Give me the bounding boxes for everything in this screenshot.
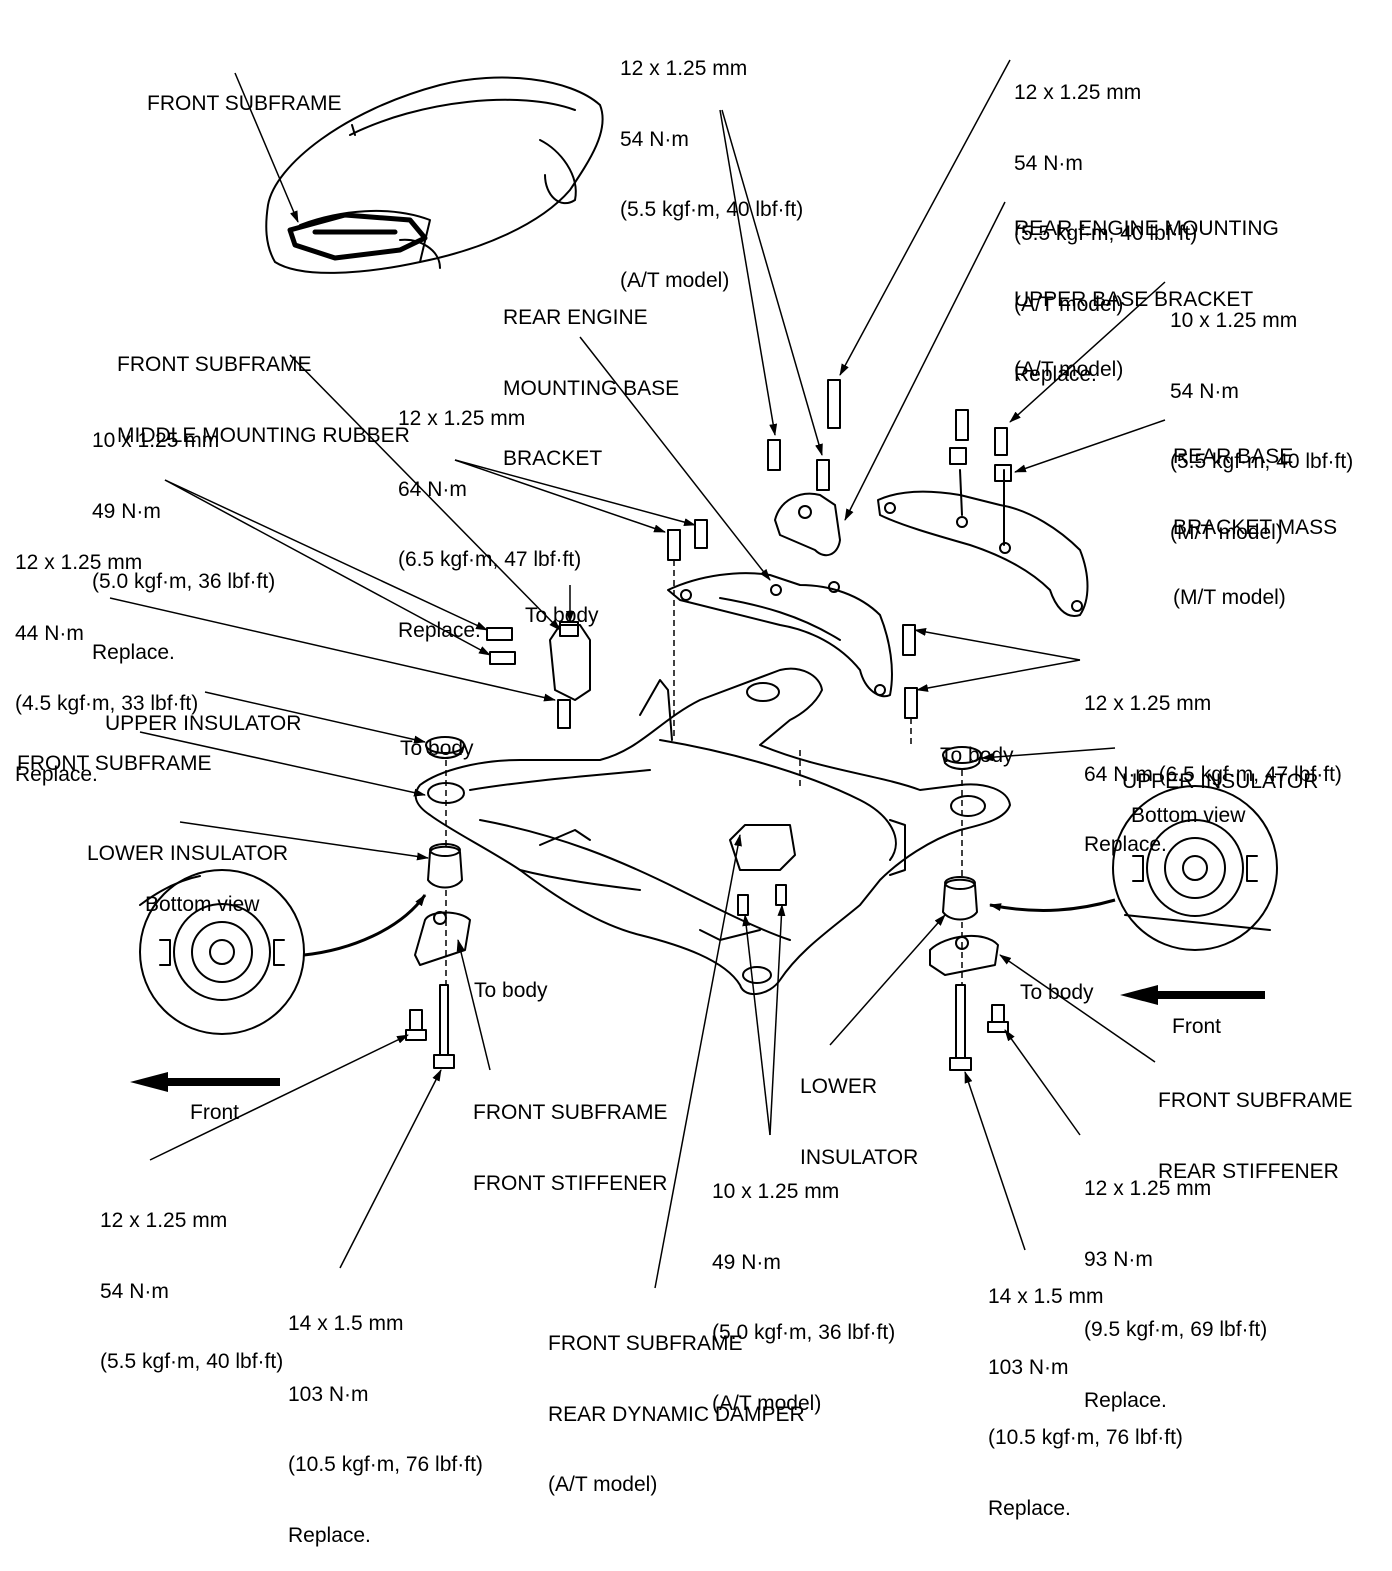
rear-engine-mounting-upper-base-bracket [774,492,841,557]
lower-insulator-right-part [942,876,978,921]
rear-dynamic-damper [729,824,796,871]
front-stiffener-part [414,911,471,966]
bottom-view-connectors [303,894,1116,957]
label-front-left: Front [190,1101,240,1124]
label-lower-insulator-right: LOWER INSULATOR [800,1075,919,1169]
label-rear-engine-base-bracket: REAR ENGINE MOUNTING BASE BRACKET [503,306,680,470]
car-subframe-highlight [287,212,428,261]
label-rear-stiffener: FRONT SUBFRAME REAR STIFFENER [1158,1089,1353,1183]
label-front-right: Front [1172,1015,1222,1038]
label-to-body-right: To body [940,744,1014,767]
rear-engine-mounting-base-bracket [667,572,893,698]
leader-lines [109,59,1166,1289]
label-front-subframe-top: FRONT SUBFRAME [147,92,342,115]
label-to-body-middle: To body [525,604,599,627]
label-rear-dynamic-damper: FRONT SUBFRAME REAR DYNAMIC DAMPER (A/T … [548,1332,805,1496]
label-bolt-mt-right: 10 x 1.25 mm 54 N·m (5.5 kgf·m, 40 lbf·f… [1170,309,1354,544]
label-rear-base-bracket-mass: REAR BASE BRACKET MASS (M/T model) [1173,445,1338,609]
rear-stiffener-part [929,934,999,976]
front-arrows [130,985,1265,1092]
label-bolt-49-left: 10 x 1.25 mm 49 N·m (5.0 kgf·m, 36 lbf·f… [92,429,276,664]
car-silhouette [265,76,604,274]
label-bottom-view-left: Bottom view [145,893,260,916]
label-rear-engine-upper-bracket: REAR ENGINE MOUNTING UPPER BASE BRACKET … [1014,217,1279,381]
rear-base-bracket-mass-assembly [877,447,1089,617]
upper-insulator-left-part [425,736,465,759]
subframe-exploded-diagram [109,59,1278,1289]
label-bolt-64-right: 12 x 1.25 mm 64 N·m (6.5 kgf·m, 47 lbf·f… [1084,692,1342,856]
label-front-stiffener: FRONT SUBFRAME FRONT STIFFENER [473,1101,668,1195]
label-middle-mounting-rubber: FRONT SUBFRAME MIDDLE MOUNTING RUBBER [117,353,410,447]
upper-insulator-right-part [942,746,982,770]
label-front-subframe-left: FRONT SUBFRAME [17,752,212,775]
bottom-view-left-circle [139,869,305,1035]
label-bolt-103-bottom-left: 14 x 1.5 mm 103 N·m (10.5 kgf·m, 76 lbf·… [288,1312,483,1547]
label-bolt-54-bottom-left: 12 x 1.25 mm 54 N·m (5.5 kgf·m, 40 lbf·f… [100,1209,284,1373]
front-subframe [414,667,1011,995]
label-bottom-view-right: Bottom view [1131,804,1246,827]
label-bolt-44-left: 12 x 1.25 mm 44 N·m (4.5 kgf·m, 33 lbf·f… [15,551,199,786]
bottom-view-right-circle [1112,785,1278,951]
label-to-body-lower-right: To body [1020,981,1094,1004]
label-bolt-103-bottom-right: 14 x 1.5 mm 103 N·m (10.5 kgf·m, 76 lbf·… [988,1285,1183,1520]
label-bolt-at-top-center: 12 x 1.25 mm 54 N·m (5.5 kgf·m, 40 lbf·f… [620,57,804,292]
label-to-body-lower-left: To body [474,979,548,1002]
label-to-body-left: To body [400,737,474,760]
label-lower-insulator-left: LOWER INSULATOR [87,842,289,865]
label-upper-insulator-left: UPPER INSULATOR [105,712,302,735]
label-bolt-at-top-right: 12 x 1.25 mm 54 N·m (5.5 kgf·m, 40 lbf·f… [1014,81,1198,386]
label-upper-insulator-right: UPPER INSULATOR [1122,770,1319,793]
lower-insulator-left-part [427,843,463,889]
label-bolt-64-left: 12 x 1.25 mm 64 N·m (6.5 kgf·m, 47 lbf·f… [398,407,582,642]
